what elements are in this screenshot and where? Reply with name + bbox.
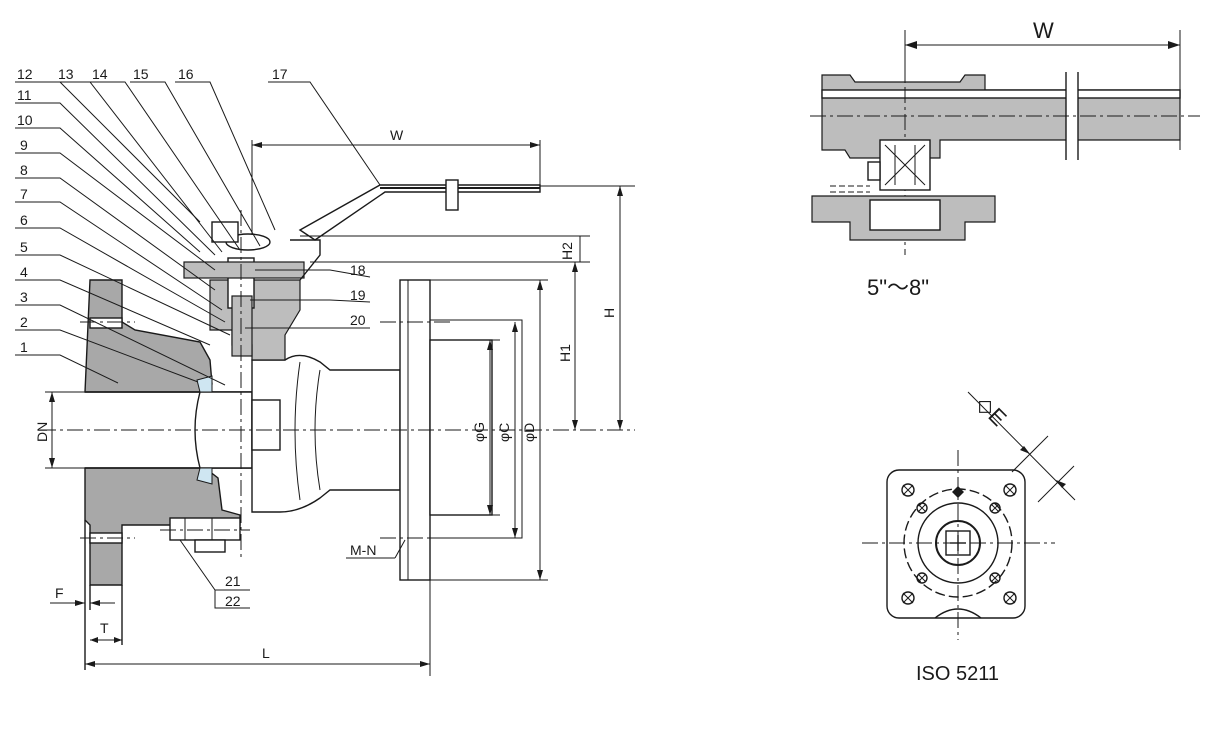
dim-h: H: [601, 308, 617, 318]
handle-grip-mark: [445, 179, 459, 211]
dim-g: φG: [471, 422, 487, 442]
part-leaders: [15, 81, 381, 609]
part-14: 14: [92, 66, 108, 82]
iso-pad-outline: [886, 469, 1026, 619]
part-2: 2: [20, 314, 28, 330]
part-16: 16: [178, 66, 194, 82]
stem-socket: [251, 399, 281, 451]
part-6: 6: [20, 212, 28, 228]
bonnet: [209, 279, 301, 361]
dim-t: T: [100, 620, 109, 636]
part-20: 20: [350, 312, 366, 328]
part-22: 22: [225, 593, 241, 609]
part-12: 12: [17, 66, 33, 82]
large-size-detail: W 5"～8": [810, 18, 1200, 300]
bottom-bolt: [169, 517, 241, 541]
part-21: 21: [225, 573, 241, 589]
part-5: 5: [20, 239, 28, 255]
iso-bolt-holes: [901, 483, 1017, 605]
dim-l: L: [262, 645, 270, 661]
part-17: 17: [272, 66, 288, 82]
part-4: 4: [20, 264, 28, 280]
dim-e: ◇E: [971, 391, 1011, 431]
part-13: 13: [58, 66, 74, 82]
part-8: 8: [20, 162, 28, 178]
iso-standard-label: ISO 5211: [916, 663, 999, 685]
part-1: 1: [20, 339, 28, 355]
seat-top: [196, 375, 213, 393]
gland: [231, 295, 253, 357]
size-range-label: 5"～8": [867, 275, 929, 300]
part-19: 19: [350, 287, 366, 303]
part-labels: 1 2 3 4 5 6 7 8 9 10 11 12 13 14 15 16 1…: [17, 66, 366, 609]
dim-c: φC: [496, 423, 512, 442]
dim-w-main: W: [390, 127, 404, 143]
bolt-slot-top: [89, 317, 123, 329]
seat-bottom: [196, 467, 213, 485]
part-3: 3: [20, 289, 28, 305]
dimension-labels: W H H1 H2 DN φG φC φD M-N F T L: [34, 127, 617, 661]
iso-flange-view: ◇E ISO 5211: [862, 391, 1076, 685]
right-flange-raised: [429, 319, 523, 539]
dim-f: F: [55, 585, 64, 601]
part-18: 18: [350, 262, 366, 278]
stopper: [211, 221, 239, 243]
dim-d: φD: [521, 423, 537, 442]
part-15: 15: [133, 66, 149, 82]
part-10: 10: [17, 112, 33, 128]
part-9: 9: [20, 137, 28, 153]
dim-dn: DN: [34, 422, 50, 442]
dim-h1: H1: [557, 344, 573, 362]
part-11: 11: [17, 87, 32, 103]
part-7: 7: [20, 186, 28, 202]
dim-h2: H2: [559, 242, 575, 260]
handle-arm: [298, 184, 541, 241]
main-section-view: [15, 81, 635, 676]
dim-w-top: W: [1033, 18, 1054, 43]
dim-mn: M-N: [350, 542, 376, 558]
